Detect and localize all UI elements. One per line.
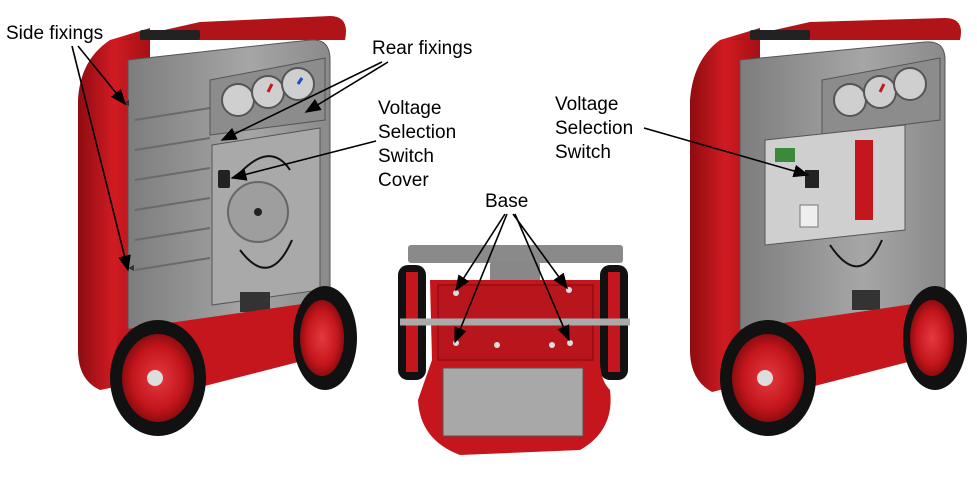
label-line: Voltage — [378, 98, 442, 119]
leader-base-2 — [454, 213, 508, 344]
leader-side-upper — [77, 45, 127, 106]
label-line: Selection — [378, 122, 457, 143]
label-line: Switch — [555, 142, 611, 163]
label-voltage-selection-switch: Voltage Selection Switch — [555, 93, 633, 165]
leader-side-lower — [71, 45, 131, 272]
label-line: Switch — [378, 146, 434, 167]
leader-base-3 — [512, 213, 568, 290]
leader-voltage-switch — [643, 127, 810, 178]
label-line: Voltage — [555, 94, 619, 115]
label-base: Base — [485, 191, 529, 212]
right-unit — [690, 18, 967, 436]
leader-base-4 — [514, 213, 570, 342]
leader-rear-right — [304, 61, 389, 113]
label-voltage-selection-switch-cover: Voltage Selection Switch Cover — [378, 97, 456, 193]
leader-voltage-cover — [230, 140, 377, 181]
label-rear-fixings: Rear fixings — [372, 38, 473, 59]
leader-rear-left — [220, 61, 383, 141]
label-line: Selection — [555, 118, 634, 139]
leader-lines — [71, 45, 810, 344]
middle-unit — [398, 245, 630, 455]
label-line: Cover — [378, 170, 429, 191]
leader-base-1 — [455, 213, 506, 292]
label-side-fixings: Side fixings — [6, 23, 104, 44]
left-unit — [78, 16, 357, 436]
